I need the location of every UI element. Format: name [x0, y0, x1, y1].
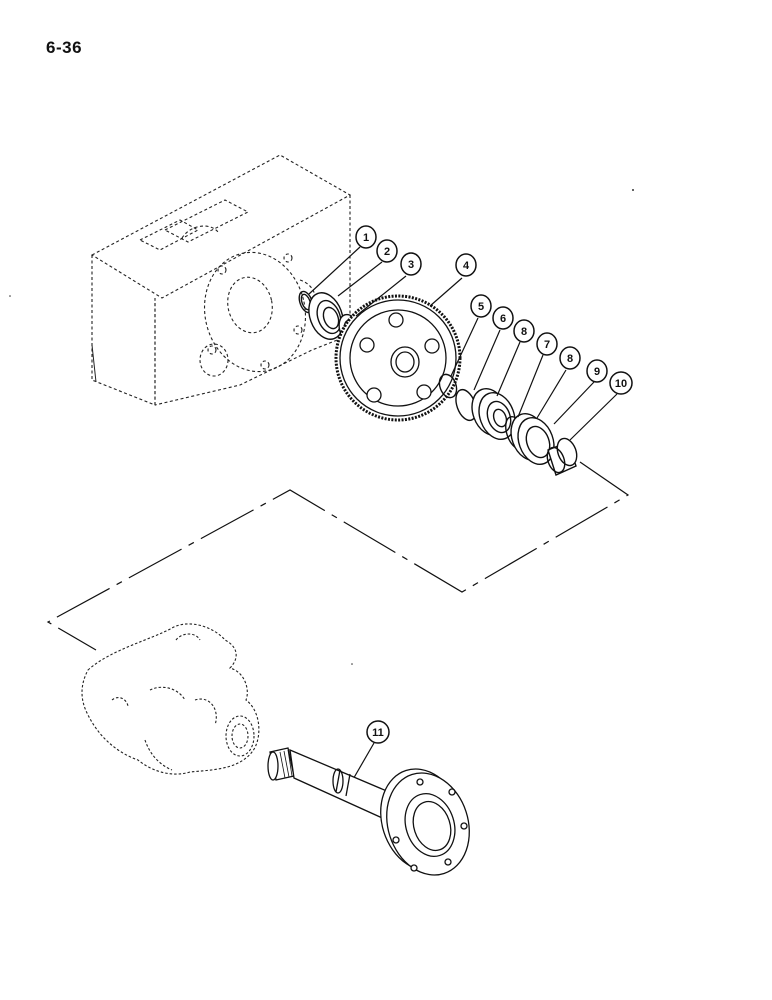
part-8-bearing-second: [510, 413, 555, 465]
callout-4: 4: [455, 253, 477, 277]
callout-5-label: 5: [478, 301, 484, 313]
callout-balloons: 1 2 3 4 5 6 8: [355, 225, 633, 744]
callout-3: 3: [400, 252, 422, 276]
part-5-snap-ring: [438, 373, 458, 399]
callout-9-label: 9: [594, 366, 600, 378]
callout-7: 7: [536, 332, 558, 356]
callout-2: 2: [376, 239, 398, 263]
callout-9: 9: [586, 359, 608, 383]
callout-3-label: 3: [408, 259, 414, 271]
callout-7-label: 7: [544, 339, 550, 351]
callout-11: 11: [366, 720, 390, 744]
upper-housing-phantom: [90, 154, 352, 406]
callout-2-label: 2: [384, 246, 390, 258]
callout-1: 1: [355, 225, 377, 249]
upper-housing-edges: [91, 344, 97, 383]
callout-6-label: 6: [500, 313, 506, 325]
callout-5: 5: [470, 294, 492, 318]
part-11-shaft: [267, 747, 470, 876]
callout-10-label: 10: [615, 378, 627, 390]
callouts: [308, 246, 618, 789]
page-number: 6-36: [46, 38, 83, 57]
callout-8-second: 8: [559, 346, 581, 370]
part-2-bearing: [308, 292, 344, 340]
callout-11-label: 11: [372, 727, 384, 739]
callout-8-first-label: 8: [521, 326, 527, 338]
part-10-sleeve: [546, 437, 578, 476]
callout-10: 10: [609, 371, 633, 395]
callout-8-first: 8: [513, 319, 535, 343]
callout-4-label: 4: [463, 260, 470, 272]
scan-specks: [9, 189, 634, 665]
callout-8-second-label: 8: [567, 353, 573, 365]
callout-1-label: 1: [363, 232, 369, 244]
callout-6: 6: [492, 306, 514, 330]
lower-housing-phantom: [81, 623, 260, 775]
part-4-gear: [334, 294, 462, 422]
assembly-centerline: [46, 461, 630, 651]
